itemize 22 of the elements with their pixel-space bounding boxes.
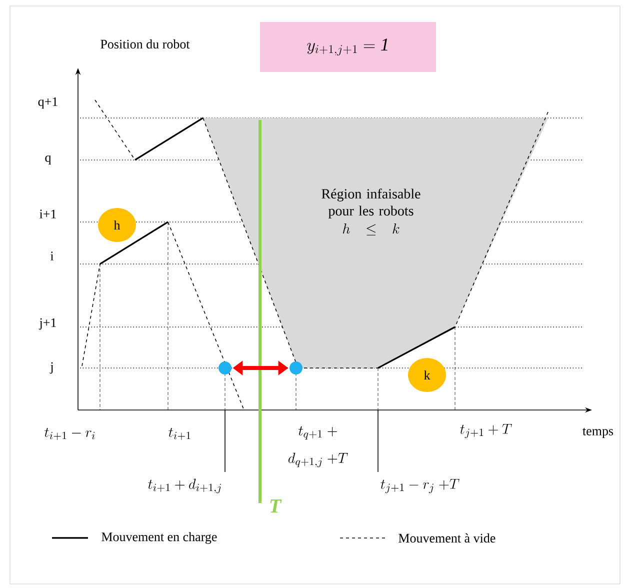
axis-title: Position du robot	[100, 39, 190, 49]
time-label: T	[270, 499, 282, 513]
tick-label: $t_{i+1}$	[168, 428, 190, 440]
formula-box: $y_{i+1,j+1}=\mathit{1}$	[260, 22, 436, 72]
tick-label: $t_{q+1}\ +$	[298, 426, 337, 440]
level-label: j+1	[38, 318, 56, 330]
level-label: i+1	[40, 210, 56, 218]
legend-label: Mouvement à vide	[398, 533, 496, 543]
dot	[290, 361, 302, 374]
level-label: i	[50, 252, 54, 260]
tick-label: $t_{j+1}-r_j\ {+}T$	[380, 478, 460, 494]
tick-label: $t_{j+1}+T$	[460, 424, 512, 438]
tick-label: $d_{q+1,j}\ {+}T$	[288, 452, 348, 468]
infeasible-region: Région infaisable pour les robots $h\ \le\ k$	[203, 118, 548, 368]
axis-title: temps	[582, 428, 614, 438]
legend-label: Mouvement en charge	[102, 532, 217, 544]
tick-label: $t_{i+1}-r_i$	[44, 428, 95, 440]
level-label: q+1	[38, 97, 58, 109]
level-label: q	[45, 155, 52, 164]
level-label: j	[50, 362, 53, 374]
tick-label: $t_{i+1}+d_{i+1,j}$	[148, 478, 221, 494]
dot	[218, 361, 232, 374]
